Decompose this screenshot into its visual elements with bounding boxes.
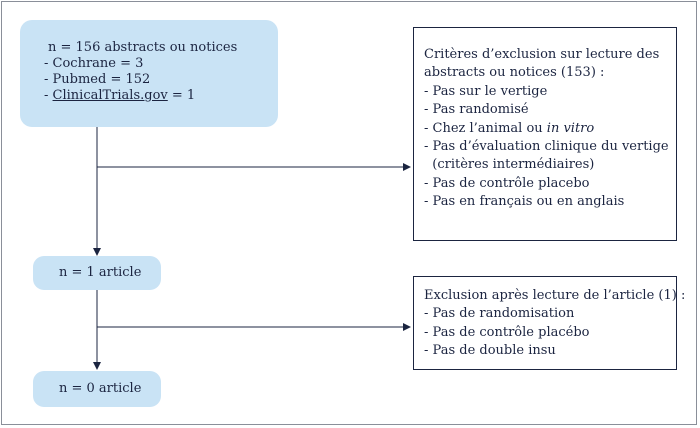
exclusion2-title: Exclusion après lecture de l’article (1)… (424, 288, 686, 303)
stage1-item-cochrane: - Cochrane = 3 (44, 56, 144, 71)
stage1-header: n = 156 abstracts ou notices (48, 40, 238, 55)
exclusion2-item-randomisation: - Pas de randomisation (424, 306, 575, 322)
stage1-box: n = 156 abstracts ou notices - Cochrane … (20, 20, 278, 127)
exclusion1-item-langue: - Pas en français ou en anglais (424, 194, 625, 210)
exclusion2-box: Exclusion après lecture de l’article (1)… (413, 276, 686, 370)
exclusion1-title-line2: abstracts ou notices (153) : (424, 65, 605, 81)
stage2-label: n = 1 article (59, 265, 142, 280)
exclusion2-item-double-insu: - Pas de double insu (424, 343, 556, 359)
stage1-item-pubmed: - Pubmed = 152 (44, 72, 151, 87)
stage3-label: n = 0 article (59, 381, 142, 396)
exclusion1-item-evaluation-cont: (critères intermédiaires) (424, 157, 595, 173)
stage2-box: n = 1 article (33, 256, 161, 290)
exclusion1-box: Critères d’exclusion sur lecture des abs… (413, 27, 677, 241)
exclusion2-item-placebo: - Pas de contrôle placébo (424, 324, 590, 340)
stage3-box: n = 0 article (33, 371, 161, 407)
exclusion1-item-animal: - Chez l’animal ou in vitro (424, 120, 595, 136)
clinicaltrials-link[interactable]: ClinicalTrials.gov (52, 88, 168, 103)
exclusion1-title-line1: Critères d’exclusion sur lecture des (424, 47, 660, 62)
exclusion1-item-placebo: - Pas de contrôle placebo (424, 175, 590, 191)
exclusion1-item-randomise: - Pas randomisé (424, 102, 529, 118)
exclusion1-item-vertige: - Pas sur le vertige (424, 83, 548, 99)
exclusion1-item-evaluation: - Pas d’évaluation clinique du vertige (424, 139, 669, 155)
stage1-item-clinicaltrials: - ClinicalTrials.gov = 1 (44, 88, 196, 103)
